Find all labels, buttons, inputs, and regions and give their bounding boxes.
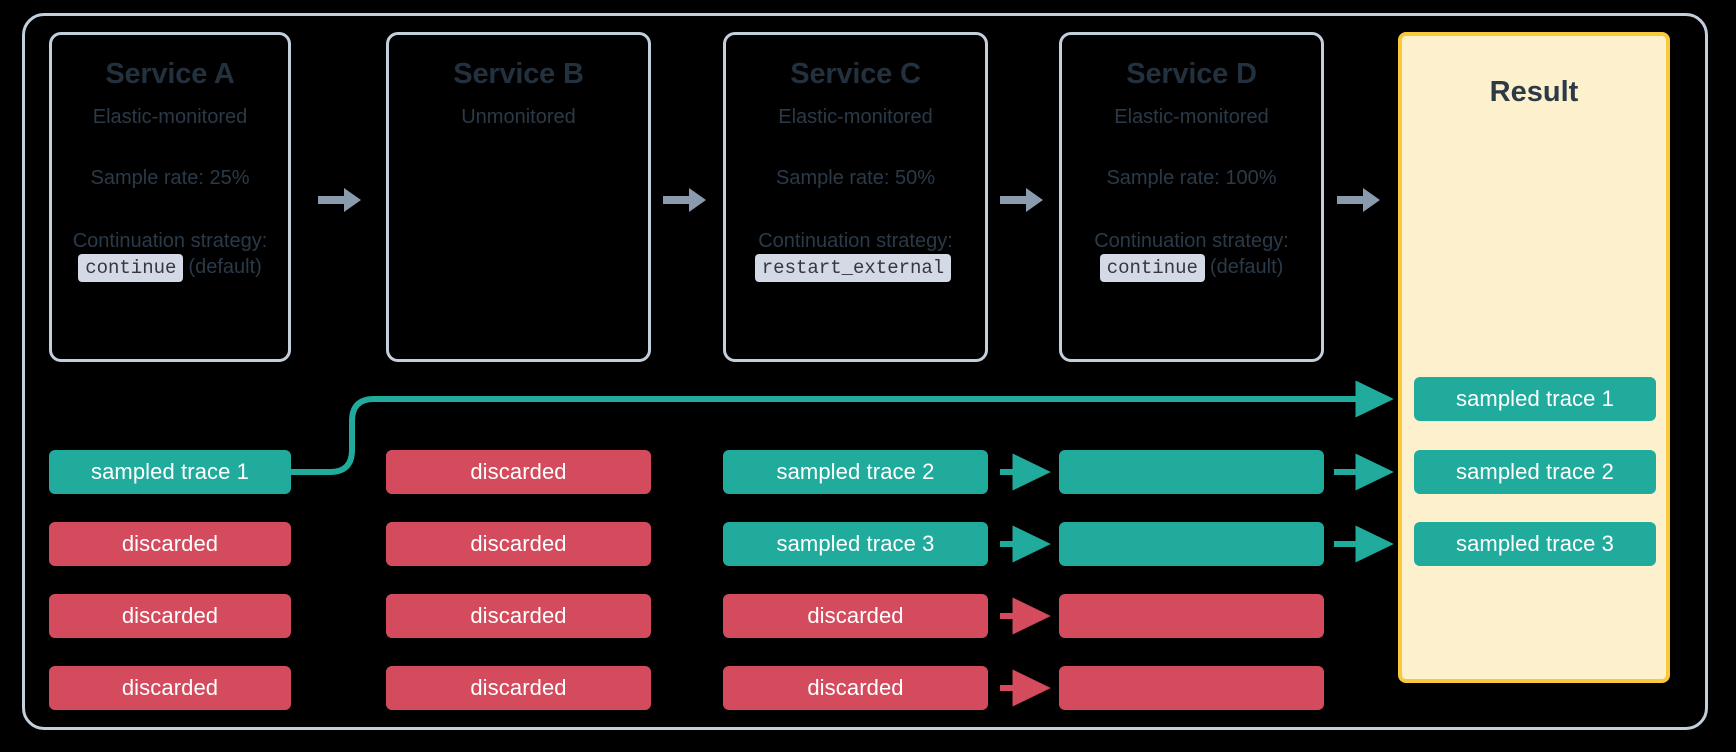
service-c-sample-rate: Sample rate: 50% [776,166,935,189]
trace-chip[interactable]: sampled trace 3 [723,522,988,566]
service-card-c: Service C Elastic-monitored Sample rate:… [723,32,988,362]
flow-arrow-d-to-result [1337,188,1380,212]
trace-chip[interactable]: discarded [386,666,651,710]
trace-chip[interactable]: discarded [49,594,291,638]
trace-chip[interactable]: discarded [386,594,651,638]
result-trace-chip[interactable]: sampled trace 1 [1414,377,1656,421]
trace-chip[interactable]: discarded [49,666,291,710]
service-c-strategy-value: restart_external [754,254,952,283]
service-b-monitoring: Unmonitored [461,105,576,128]
trace-chip[interactable]: discarded [723,594,988,638]
service-a-strategy-label: Continuation strategy: [72,229,268,252]
trace-chip[interactable]: discarded [386,450,651,494]
service-d-strategy-note: (default) [1209,256,1284,279]
result-card: Result [1398,32,1670,683]
service-d-monitoring: Elastic-monitored [1114,105,1269,128]
service-d-strategy-label: Continuation strategy: [1094,229,1289,252]
service-c-strategy-label: Continuation strategy: [758,229,953,252]
flow-arrow-a-to-b [318,188,361,212]
trace-chip[interactable]: sampled trace 1 [49,450,291,494]
service-d-title: Service D [1126,58,1257,90]
flow-arrow-c-to-d [1000,188,1043,212]
service-c-strategy-line: restart_external [726,254,985,283]
service-d-strategy-value: continue [1099,254,1205,283]
service-card-d: Service D Elastic-monitored Sample rate:… [1059,32,1324,362]
service-a-strategy-value: continue [78,254,184,283]
service-card-a: Service A Elastic-monitored Sample rate:… [49,32,291,362]
flow-arrow-b-to-c [663,188,706,212]
trace-chip[interactable] [1059,450,1324,494]
service-d-strategy-line: continue(default) [1062,254,1321,283]
trace-chip[interactable]: discarded [49,522,291,566]
service-card-b: Service B Unmonitored [386,32,651,362]
result-trace-chip[interactable]: sampled trace 3 [1414,522,1656,566]
service-a-monitoring: Elastic-monitored [92,105,248,128]
service-a-sample-rate: Sample rate: 25% [90,166,250,189]
service-b-title: Service B [453,58,584,90]
trace-chip[interactable]: discarded [386,522,651,566]
trace-chip[interactable] [1059,522,1324,566]
service-d-sample-rate: Sample rate: 100% [1106,166,1277,189]
service-c-title: Service C [790,58,921,90]
trace-chip[interactable] [1059,666,1324,710]
result-title: Result [1489,76,1579,108]
trace-chip[interactable]: sampled trace 2 [723,450,988,494]
trace-chip[interactable] [1059,594,1324,638]
service-a-title: Service A [105,58,235,90]
service-a-strategy-note: (default) [188,256,262,279]
trace-chip[interactable]: discarded [723,666,988,710]
service-c-monitoring: Elastic-monitored [778,105,933,128]
service-a-strategy-line: continue(default) [52,254,288,283]
result-trace-chip[interactable]: sampled trace 2 [1414,450,1656,494]
